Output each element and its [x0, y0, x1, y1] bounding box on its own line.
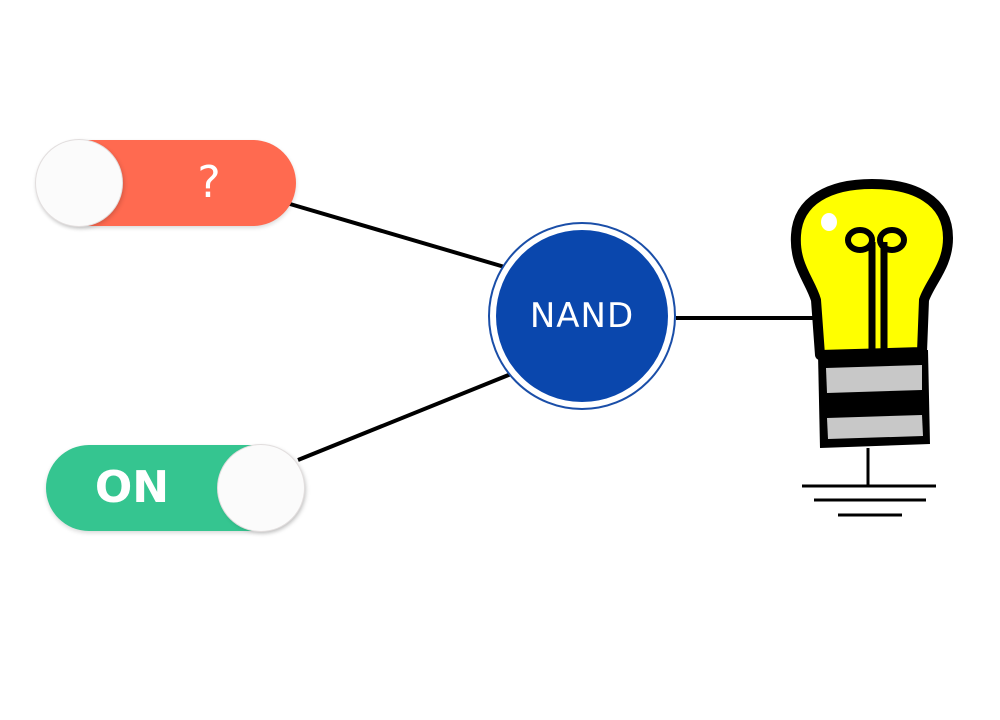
wire-input-a — [289, 202, 509, 270]
wire-input-b — [297, 370, 517, 462]
ground-icon — [802, 484, 936, 517]
nand-gate: NAND — [488, 222, 676, 410]
input-a-toggle[interactable]: ? — [36, 140, 296, 226]
gate-body: NAND — [496, 230, 668, 402]
input-b-toggle[interactable]: ON — [46, 445, 304, 531]
toggle-knob — [36, 140, 122, 226]
input-a-state-label: ? — [197, 157, 221, 208]
toggle-knob — [218, 445, 304, 531]
lightbulb-icon — [790, 179, 953, 517]
gate-label: NAND — [529, 296, 635, 336]
bulb-highlight — [821, 213, 837, 231]
input-b-state-label: ON — [94, 462, 170, 513]
